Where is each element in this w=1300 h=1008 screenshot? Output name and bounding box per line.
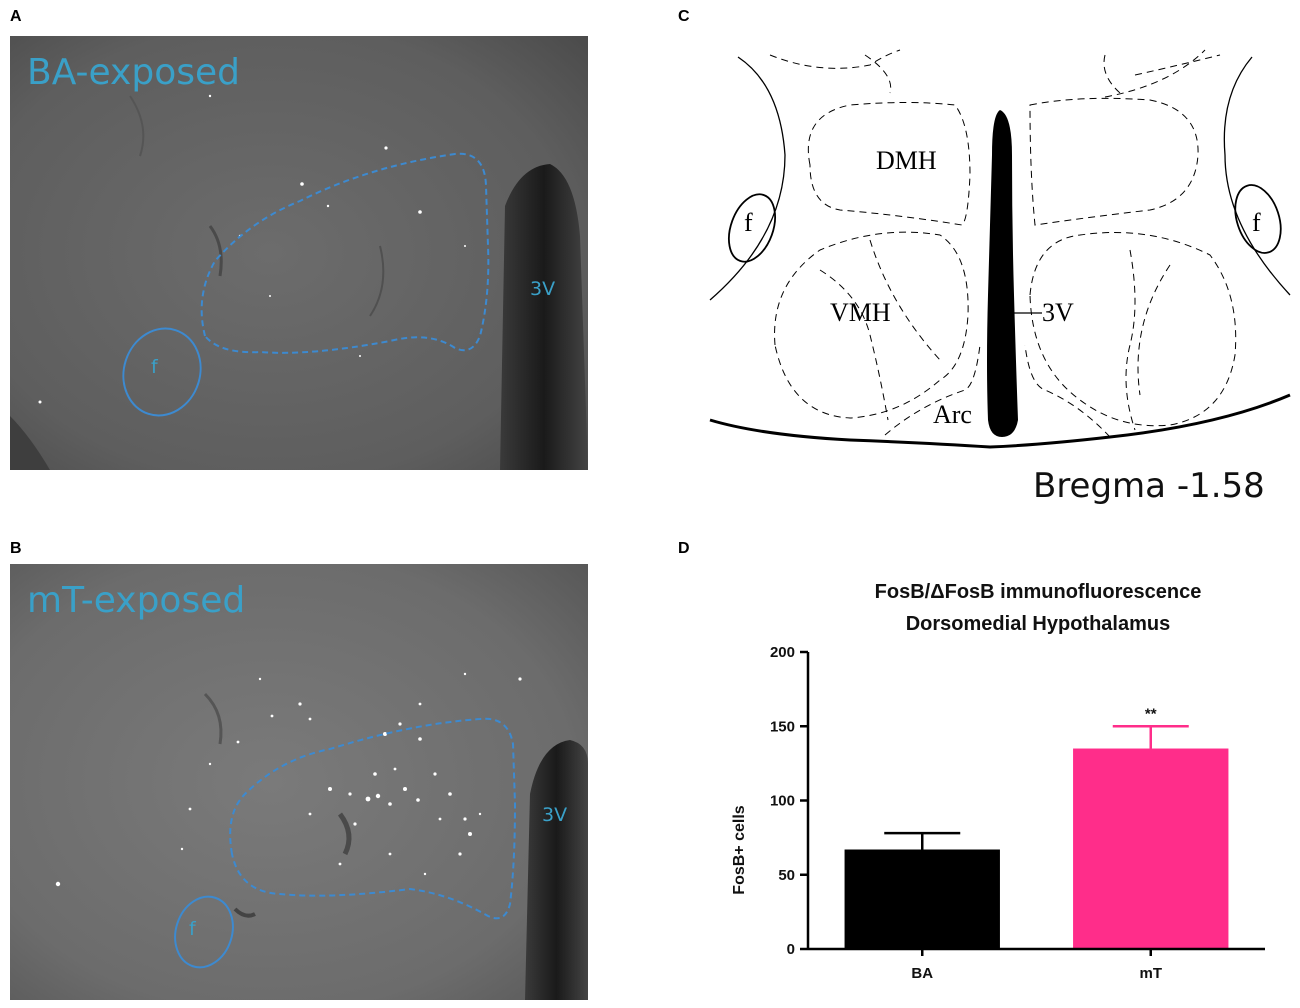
fornix-label-left: f [744,208,753,237]
vmh-region-left [774,231,969,419]
micrograph-mt-image [10,564,588,1000]
chart-title-line-1: FosB/ΔFosB immunofluorescence [875,581,1202,603]
y-axis-label: FosB+ cells [731,805,748,894]
dmh-outline-a [200,152,490,354]
panel-letter-c: C [678,8,690,25]
x-axis: BA mT [808,947,1265,982]
micrograph-ba-image [10,36,588,470]
y-tick-label: 100 [770,793,795,810]
fosb-positive-cells [55,672,522,887]
third-ventricle-label-a: 3V [530,278,556,300]
fornix-outline-b [174,895,234,969]
atlas-schematic: DMH VMH f f 3V Arc [709,49,1291,449]
significance-marker: ** [1145,705,1157,722]
y-tick-label: 150 [770,718,795,735]
dmh-label: DMH [876,146,937,175]
y-tick-label: 200 [770,644,795,661]
fornix-outline-a [122,327,202,417]
panel-letter-b: B [10,540,22,557]
x-tick-label-mT: mT [1140,965,1163,982]
bar-mT [1073,748,1229,949]
fornix-label-right: f [1252,208,1261,237]
y-tick-label: 0 [787,941,795,958]
dmh-region-left [807,102,971,226]
x-tick-label-BA: BA [911,965,933,982]
micrograph-title-ba: BA-exposed [27,52,240,93]
fornix-right [1234,184,1282,254]
dmh-region-right [1029,97,1199,226]
fornix-left [728,193,776,263]
fornix-label-a: f [151,356,158,378]
arc-label: Arc [933,400,972,429]
bar-chart: FosB/ΔFosB immunofluorescence Dorsomedia… [731,581,1265,982]
third-ventricle-label-b: 3V [542,804,568,826]
y-tick-label: 50 [778,867,795,884]
bregma-label: Bregma -1.58 [1033,466,1265,506]
micrograph-ba-exposed: BA-exposed f 3V [10,36,588,470]
third-ventricle-shape [987,110,1018,437]
panel-letter-a: A [10,8,22,25]
y-axis: 0 50 100 150 200 [770,644,810,958]
fornix-label-b: f [189,918,196,940]
micrograph-mt-exposed: mT-exposed f 3V [10,564,588,1000]
dmh-outline-b [229,717,517,920]
micrograph-title-mt: mT-exposed [27,580,246,621]
bar-BA [844,849,1000,949]
vmh-label: VMH [830,298,891,327]
vmh-region-right [1029,232,1237,427]
chart-title-line-2: Dorsomedial Hypothalamus [906,613,1171,635]
bars: ** [844,705,1229,949]
panel-letter-d: D [678,540,690,557]
third-ventricle-label-c: 3V [1042,298,1074,327]
